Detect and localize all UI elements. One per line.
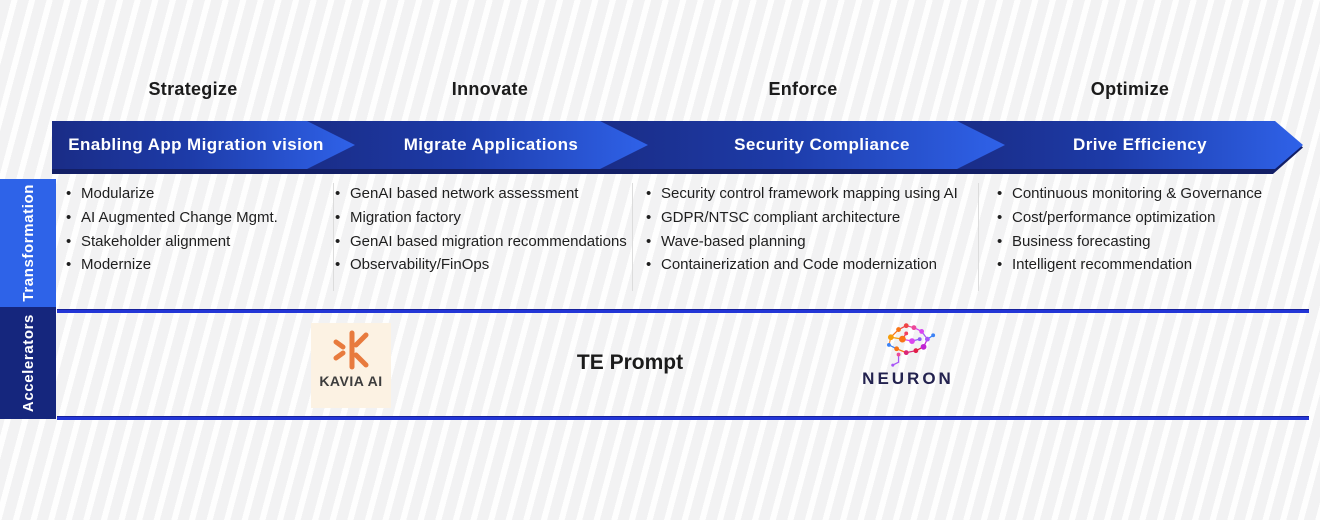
row-label-transformation-text: Transformation	[19, 184, 37, 302]
banner-segment-migrate-applications	[303, 121, 648, 169]
neuron-label: NEURON	[862, 369, 954, 388]
te-prompt-label: TE Prompt	[576, 351, 684, 374]
transformation-bullets-col2: GenAI based network assessment Migration…	[333, 182, 633, 277]
bullet-item: Observability/FinOps	[333, 253, 633, 277]
row-label-accelerators: Accelerators	[0, 307, 56, 419]
neuron-logo: NEURON	[862, 318, 954, 389]
accelerators-row-top-line	[57, 309, 1309, 313]
phase-title-optimize: Optimize	[1090, 79, 1170, 99]
kavia-ai-label: KAVIA AI	[319, 373, 383, 389]
banner-label-enabling-app-migration-vision: Enabling App Migration vision	[68, 135, 324, 154]
bullet-item: Modularize	[64, 182, 314, 206]
bullet-item: Migration factory	[333, 206, 633, 230]
transformation-bullets-col1: Modularize AI Augmented Change Mgmt. Sta…	[64, 182, 314, 277]
phase-title-innovate: Innovate	[451, 79, 529, 99]
transformation-bullets-col3: Security control framework mapping using…	[644, 182, 979, 277]
accelerators-row-bottom-line	[57, 416, 1309, 420]
bullet-item: Security control framework mapping using…	[644, 182, 979, 206]
row-label-accelerators-text: Accelerators	[19, 313, 37, 413]
bullet-item: GenAI based network assessment	[333, 182, 633, 206]
phase-title-enforce: Enforce	[768, 79, 838, 99]
bullet-item: Business forecasting	[995, 230, 1295, 254]
column-divider	[632, 183, 633, 291]
column-divider	[978, 183, 979, 291]
bullet-item: Cost/performance optimization	[995, 206, 1295, 230]
bullet-item: GDPR/NTSC compliant architecture	[644, 206, 979, 230]
bullet-item: Stakeholder alignment	[64, 230, 314, 254]
bullet-item: Modernize	[64, 253, 314, 277]
phase-title-strategize: Strategize	[148, 79, 238, 99]
bullet-item: AI Augmented Change Mgmt.	[64, 206, 314, 230]
neuron-brain-icon	[886, 323, 935, 367]
banner-label-security-compliance: Security Compliance	[734, 135, 910, 154]
kavia-ai-logo: KAVIA AI	[311, 323, 391, 408]
bullet-item: Containerization and Code modernization	[644, 253, 979, 277]
bullet-item: Continuous monitoring & Governance	[995, 182, 1295, 206]
kavia-asterisk-icon	[333, 330, 369, 370]
banner-segment-drive-efficiency	[955, 121, 1303, 169]
bullet-item: GenAI based migration recommendations	[333, 230, 633, 254]
banner-label-migrate-applications: Migrate Applications	[403, 135, 579, 154]
transformation-bullets-col4: Continuous monitoring & Governance Cost/…	[995, 182, 1295, 277]
banner-segment-enabling-app-migration-vision	[52, 121, 355, 169]
bullet-item: Intelligent recommendation	[995, 253, 1295, 277]
column-divider	[333, 183, 334, 291]
row-label-transformation: Transformation	[0, 179, 56, 307]
banner-segment-security-compliance	[598, 121, 1005, 169]
bullet-item: Wave-based planning	[644, 230, 979, 254]
banner-label-drive-efficiency: Drive Efficiency	[1073, 135, 1207, 154]
